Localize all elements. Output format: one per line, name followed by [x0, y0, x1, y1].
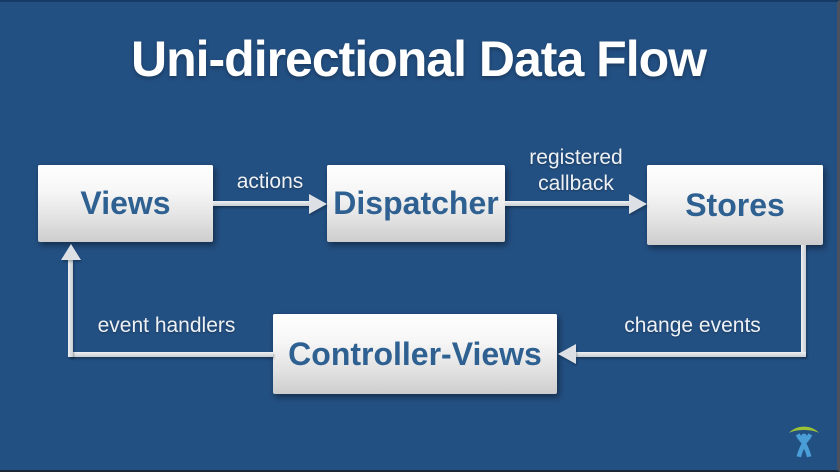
- node-controller-views-label: Controller-Views: [288, 335, 542, 372]
- edge-stores-controller-vline: [801, 245, 806, 355]
- edge-views-dispatcher-line: [213, 201, 311, 206]
- edge-controller-views-vline: [68, 260, 73, 357]
- edge-label-event-handlers: event handlers: [97, 314, 236, 337]
- edge-stores-controller-hline: [576, 352, 806, 357]
- node-views: Views: [38, 165, 213, 242]
- edge-dispatcher-stores-line: [505, 201, 629, 206]
- node-stores: Stores: [647, 165, 823, 245]
- slide-title: Uni-directional Data Flow: [130, 31, 707, 87]
- arrowhead-up-icon: [61, 244, 81, 260]
- node-dispatcher: Dispatcher: [327, 165, 505, 242]
- node-dispatcher-label: Dispatcher: [333, 185, 499, 221]
- node-stores-label: Stores: [685, 186, 785, 223]
- node-controller-views: Controller-Views: [273, 314, 557, 394]
- arrowhead-right-icon: [629, 194, 647, 214]
- arrowhead-left-icon: [558, 344, 576, 364]
- edge-label-actions: actions: [236, 170, 304, 193]
- edge-label-registered-callback: registered callback: [529, 146, 623, 195]
- arrowhead-right-icon: [309, 194, 327, 214]
- edge-controller-views-hline: [70, 352, 273, 357]
- node-views-label: Views: [80, 185, 171, 221]
- atlassian-logo-icon: [789, 426, 819, 458]
- edge-label-change-events: change events: [624, 314, 761, 337]
